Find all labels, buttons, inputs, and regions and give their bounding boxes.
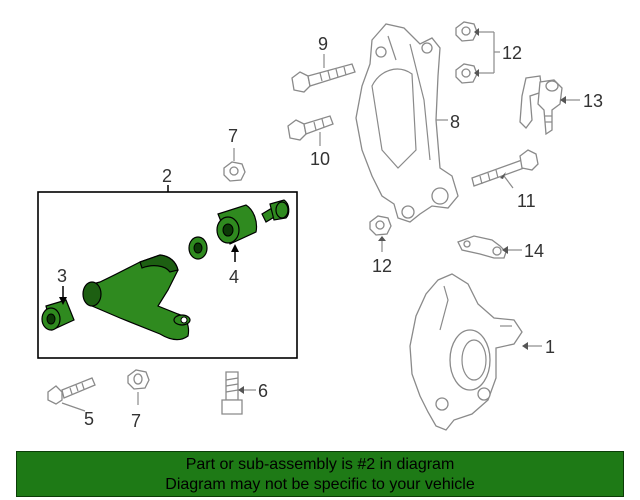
- callout-13[interactable]: 13: [583, 91, 603, 111]
- nut-7-upper[interactable]: [223, 161, 246, 182]
- callout-7-upper[interactable]: 7: [228, 126, 238, 146]
- callout-7-lower[interactable]: 7: [131, 411, 141, 431]
- nut-12-upper-a[interactable]: [455, 21, 478, 42]
- nut-7-lower[interactable]: [127, 369, 150, 390]
- callout-11[interactable]: 11: [517, 191, 536, 211]
- washer[interactable]: [188, 236, 208, 260]
- bolt-5[interactable]: [47, 377, 96, 405]
- callout-1[interactable]: 1: [545, 337, 555, 357]
- bracket-14[interactable]: [457, 235, 507, 259]
- callout-14[interactable]: 14: [524, 241, 544, 261]
- callout-12-upper[interactable]: 12: [502, 43, 522, 63]
- info-banner: Part or sub-assembly is #2 in diagram Di…: [16, 451, 624, 497]
- callout-6[interactable]: 6: [258, 381, 268, 401]
- callout-4[interactable]: 4: [229, 267, 239, 287]
- bolt-11[interactable]: [471, 149, 539, 187]
- callout-3[interactable]: 3: [57, 266, 67, 286]
- callout-10[interactable]: 10: [310, 149, 330, 169]
- bolt-10[interactable]: [287, 115, 334, 141]
- callout-8[interactable]: 8: [450, 112, 460, 132]
- sensor-13[interactable]: [519, 75, 563, 136]
- knuckle-8[interactable]: [355, 23, 459, 223]
- nut-12-lower[interactable]: [369, 215, 392, 236]
- bolt-9[interactable]: [291, 63, 356, 93]
- callout-5[interactable]: 5: [84, 409, 94, 429]
- bolt-6[interactable]: [221, 371, 243, 415]
- bushing-3[interactable]: [41, 299, 75, 331]
- callout-2[interactable]: 2: [162, 166, 172, 186]
- leader-11: [503, 175, 514, 189]
- nut-12-upper-b[interactable]: [455, 63, 478, 84]
- callout-12-lower[interactable]: 12: [372, 256, 392, 276]
- knuckle-1[interactable]: [409, 273, 523, 431]
- lower-control-arm[interactable]: [82, 254, 191, 341]
- leader-5: [61, 402, 86, 412]
- control-arm-bolt[interactable]: [261, 199, 290, 223]
- banner-line-1: Part or sub-assembly is #2 in diagram: [185, 456, 455, 473]
- bushing-4[interactable]: [216, 204, 258, 245]
- banner-line-2: Diagram may not be specific to your vehi…: [165, 476, 475, 493]
- callout-9[interactable]: 9: [318, 34, 328, 54]
